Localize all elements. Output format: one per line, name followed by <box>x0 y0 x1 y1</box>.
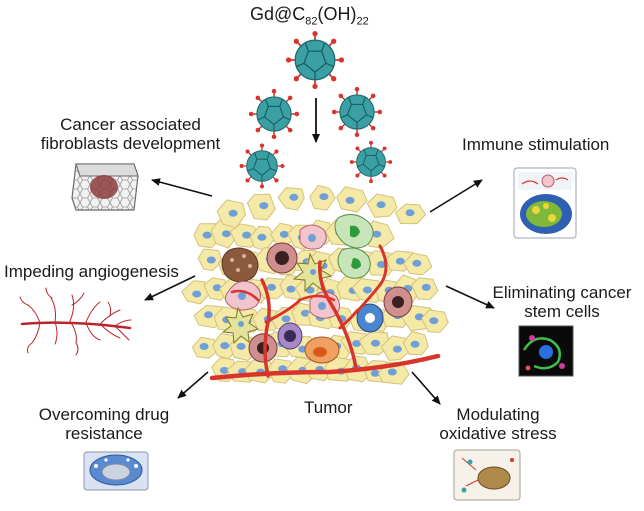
immune-stimulation-icon <box>513 167 577 239</box>
nanoparticle-icon <box>349 140 393 184</box>
cell-nucleus <box>429 317 439 325</box>
compound-formula: Gd@C82(OH)22 <box>250 4 369 28</box>
cell-nucleus <box>395 257 405 265</box>
cell-icon <box>383 286 413 318</box>
cell-nucleus <box>278 365 288 373</box>
nanoparticle-icon <box>331 86 383 138</box>
cell-nucleus <box>289 193 299 201</box>
cell-nucleus <box>192 290 202 298</box>
cell-nucleus <box>410 340 420 348</box>
cell-nucleus <box>371 339 380 347</box>
nanoparticle-icon <box>285 30 345 90</box>
cell-nucleus <box>257 233 267 241</box>
cell-nucleus <box>220 342 230 350</box>
label-immune: Immune stimulation <box>462 135 610 154</box>
cell-nucleus <box>219 366 229 374</box>
cell-icon <box>304 336 340 364</box>
cell-icon <box>248 333 278 363</box>
green-cell-icon <box>334 214 374 249</box>
pink-cell-icon <box>224 280 261 311</box>
label-angiogenesis: Impeding angiogenesis <box>4 262 179 281</box>
cell-nucleus <box>236 342 246 350</box>
cell-nucleus <box>199 343 209 350</box>
cell-nucleus <box>202 231 212 239</box>
cell-nucleus <box>377 261 386 268</box>
nanoparticle-icon <box>248 88 300 140</box>
arrow-drug <box>177 371 209 399</box>
tumor-blood-vessels <box>209 244 441 381</box>
arrow-fibroblasts <box>151 178 213 197</box>
cell-icon <box>356 303 384 333</box>
arrow-stem <box>445 285 495 309</box>
cell-nucleus <box>387 368 397 376</box>
fibroblast-mesh-icon <box>71 163 139 211</box>
green-cell-icon <box>337 247 371 279</box>
tumor-label: Tumor <box>304 398 353 417</box>
cell-nucleus <box>372 230 382 238</box>
stem-cell-fluorescence-icon <box>518 325 574 377</box>
oxidative-stress-icon <box>453 449 521 501</box>
cell-nucleus <box>228 209 238 217</box>
cell-nucleus <box>345 196 355 204</box>
cell-nucleus <box>279 230 289 238</box>
arrow-angiogenesis <box>144 275 196 301</box>
cell-nucleus <box>242 231 252 239</box>
cell-nucleus <box>421 283 431 291</box>
cell-nucleus <box>376 201 386 209</box>
macrophage-icon <box>221 247 259 283</box>
cell-nucleus <box>362 286 372 294</box>
star-cell-icon <box>221 306 260 345</box>
cell-icon <box>277 322 303 350</box>
angiogenesis-vessel-icon <box>19 287 132 356</box>
arrow-oxidative <box>411 371 441 405</box>
cell-nucleus <box>204 311 213 319</box>
cell-nucleus <box>281 315 291 323</box>
nanoparticle-icon <box>238 142 286 190</box>
cell-nucleus <box>370 369 380 377</box>
cell-nucleus <box>286 285 296 293</box>
cell-nucleus <box>221 230 231 238</box>
cell-nucleus <box>267 283 276 291</box>
cell-nucleus <box>412 259 422 267</box>
cell-nucleus <box>259 202 269 210</box>
cell-nucleus <box>206 256 216 264</box>
star-cell-icon <box>292 252 333 293</box>
cell-nucleus <box>352 340 362 347</box>
drug-resistance-cell-icon <box>83 451 149 491</box>
cell-icon <box>266 242 298 274</box>
cell-nucleus <box>405 209 415 217</box>
cell-nucleus <box>392 345 402 353</box>
cell-nucleus <box>319 193 329 201</box>
pink-cell-icon <box>299 224 327 250</box>
tumor-special-cells <box>221 214 413 364</box>
arrow-immune <box>429 179 483 213</box>
